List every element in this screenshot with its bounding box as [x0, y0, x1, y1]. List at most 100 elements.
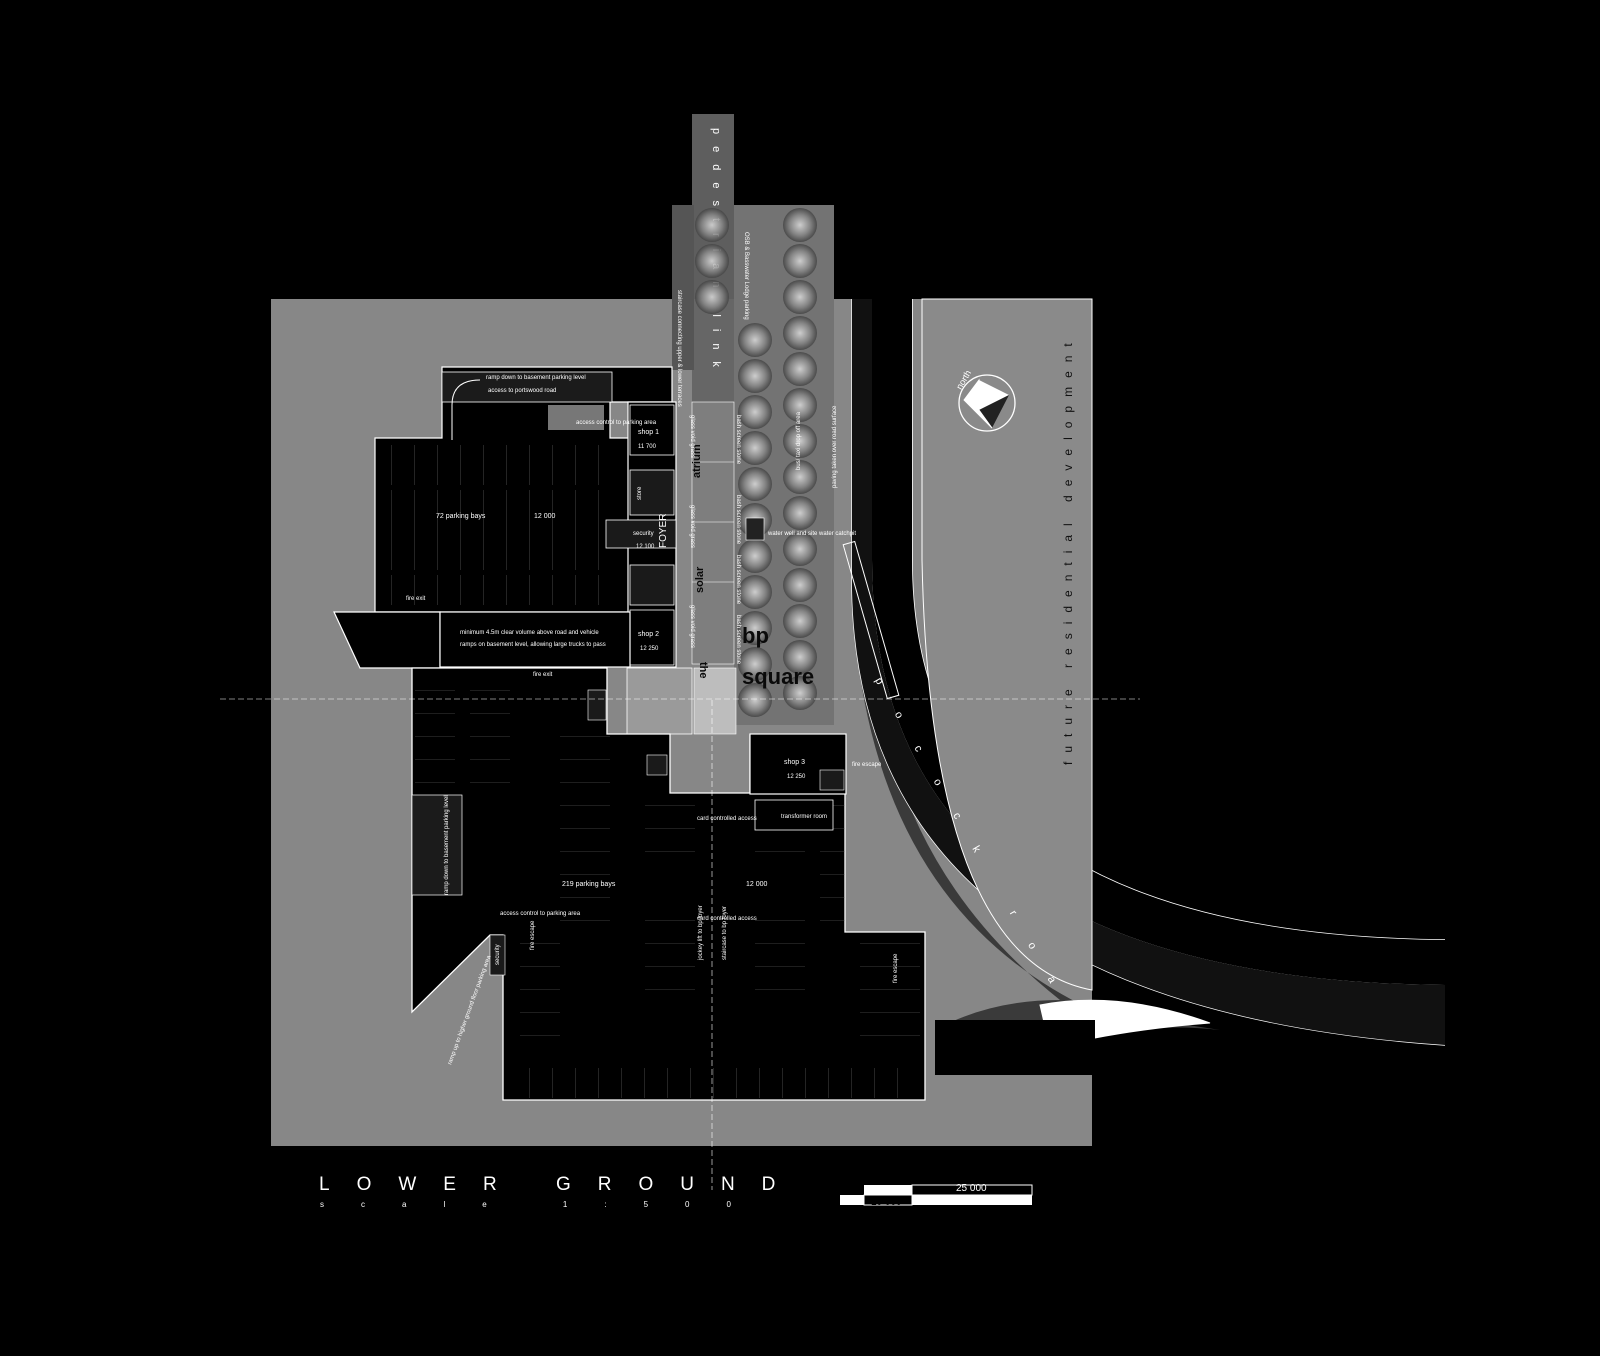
scale-bar — [840, 1184, 1033, 1206]
store-box-3 — [587, 689, 607, 721]
note-water-well: water well and site water catchpit — [767, 531, 856, 537]
tree-icon — [738, 395, 772, 429]
tree-icon — [738, 359, 772, 393]
scale-bar-seg2 — [864, 1185, 912, 1195]
tree-icon — [783, 352, 817, 386]
shop-1-area: 11 700 — [638, 444, 657, 450]
transformer-room — [754, 799, 834, 831]
plan-title: LOWER GROUND — [319, 1174, 802, 1195]
bp-label: bp — [742, 623, 769, 648]
shop-3-area: 12 250 — [787, 774, 806, 780]
note-clear-volume-2: ramps on basement level, allowing large … — [460, 642, 606, 648]
tree-icon — [738, 647, 772, 681]
tree-icon — [738, 539, 772, 573]
tree-icon — [783, 532, 817, 566]
scale-bar-seg5 — [911, 1184, 1033, 1196]
tree-row — [695, 208, 817, 717]
security-box-top — [605, 519, 677, 549]
south-bays-mid1 — [560, 720, 610, 940]
tree-icon — [738, 683, 772, 717]
note-access-portswood: access to portswood road — [488, 388, 556, 394]
tree-icon — [783, 316, 817, 350]
tree-icon — [783, 280, 817, 314]
south-bays-east2 — [860, 940, 920, 1050]
note-fire-escape-2: fire escape — [530, 920, 536, 950]
square-label: square — [742, 664, 814, 689]
note-card-access-2: card controlled access — [697, 916, 757, 922]
scale-bar-seg3 — [912, 1195, 1032, 1205]
foyer-label: FOYER — [658, 514, 669, 548]
glass-void-1: glass void grass — [689, 415, 695, 458]
note-transformer: transformer room — [781, 814, 827, 820]
north-arrow-circle — [958, 374, 1016, 432]
south-bays-mid4 — [645, 910, 695, 990]
grid-paving — [693, 667, 737, 735]
south-bays-west — [415, 672, 455, 792]
shop-1-name: shop 1 — [638, 429, 659, 436]
atrium-label: atrium — [691, 444, 703, 478]
parking-south-area: 12 000 — [746, 881, 768, 888]
tree-icon — [738, 611, 772, 645]
south-bays-mid2 — [645, 800, 695, 860]
scale-minor-label: 10 000 — [871, 1197, 902, 1208]
tree-icon — [738, 467, 772, 501]
north-arrow-white — [979, 380, 1009, 410]
solar-label: solar — [694, 566, 706, 593]
note-clear-volume-1: minimum 4.5m clear volume above road and… — [460, 630, 599, 636]
tree-icon — [695, 244, 729, 278]
glass-void-2: glass void grass — [689, 505, 695, 548]
store-box-2 — [629, 564, 675, 606]
security-top-area: 12 100 — [636, 544, 655, 550]
tree-icon — [783, 568, 817, 602]
note-access-control-south: access control to parking area — [500, 911, 581, 917]
the-label: the — [697, 662, 709, 679]
future-development-label: future residential development — [1061, 334, 1075, 765]
north-ramp-curve — [451, 379, 481, 440]
note-store-1: store — [637, 486, 643, 500]
note-fire-escape: fire escape — [852, 762, 882, 768]
tree-icon — [783, 388, 817, 422]
underpass-band — [439, 611, 631, 668]
plaza-steps — [626, 667, 693, 735]
tree-icon — [738, 431, 772, 465]
upper-terrace-strip — [672, 205, 694, 370]
note-jockey-lift-2: staircase to bp foyer — [722, 906, 728, 960]
tree-icon — [783, 460, 817, 494]
north-arrow-left — [963, 378, 993, 429]
note-access-control-top: access control to parking area — [576, 420, 657, 426]
note-ramp-down: ramp down to basement parking level — [486, 375, 586, 381]
ramp-lane — [411, 794, 463, 896]
store-box-4 — [646, 754, 668, 776]
shop-3-name: shop 3 — [784, 759, 805, 766]
south-bays-west2 — [470, 672, 510, 792]
shop-1-box — [629, 404, 675, 456]
shop-3-store — [819, 769, 845, 791]
scale-major-label: 25 000 — [956, 1183, 987, 1194]
south-bays-west3 — [520, 940, 560, 1050]
tree-icon — [695, 208, 729, 242]
note-security-south: security — [495, 944, 501, 965]
tree-icon — [695, 280, 729, 314]
tree-strip-3: bash screen stone — [735, 555, 741, 605]
scale-bar-seg4 — [863, 1194, 913, 1206]
tree-icon — [783, 244, 817, 278]
shop-2-name: shop 2 — [638, 631, 659, 638]
north-parking-bays-bot — [375, 575, 605, 605]
note-bus-taxi: bus/ taxi drop off area — [796, 411, 802, 470]
store-box-1 — [629, 469, 675, 516]
parking-north-label: 72 parking bays — [436, 513, 486, 520]
future-residential-area — [921, 298, 1093, 991]
tree-strip-2: bash screen stone — [735, 495, 741, 545]
tree-icon — [738, 323, 772, 357]
north-arrow — [958, 374, 1016, 432]
security-top-name: security — [633, 531, 654, 537]
plan-subtitle: scale 1:500 — [320, 1200, 768, 1209]
scale-bar-seg1 — [840, 1195, 864, 1205]
access-control-box — [548, 405, 604, 430]
shop-2-area: 12 250 — [640, 646, 659, 652]
tree-icon — [783, 496, 817, 530]
tree-strip-1: bash screen stone — [735, 415, 741, 465]
tree-icon — [738, 575, 772, 609]
note-lodge-parking: OSB & Basswater Lodge parking — [743, 232, 749, 320]
